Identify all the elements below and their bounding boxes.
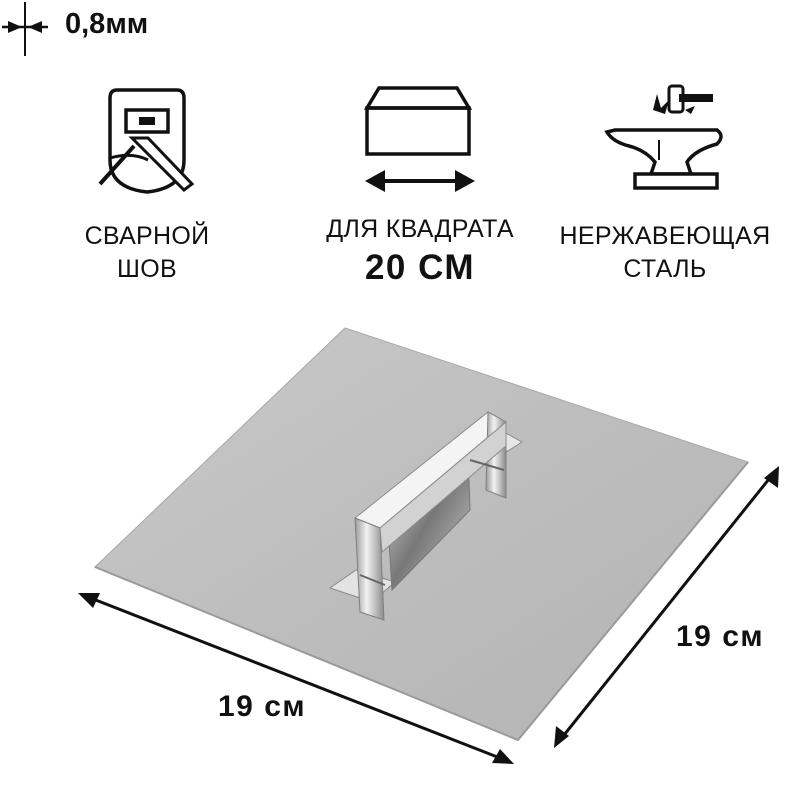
thickness-icon <box>2 2 48 56</box>
feature-weld-line2: ШОВ <box>117 255 177 283</box>
welding-mask-icon <box>98 88 195 194</box>
feature-steel-line2: СТАЛЬ <box>623 255 707 283</box>
feature-square-line1: ДЛЯ КВАДРАТА <box>326 215 514 243</box>
thickness-indicator: 0,8мм <box>0 0 800 65</box>
width-label: 19 см <box>218 690 307 723</box>
feature-steel-line1: НЕРЖАВЕЮЩАЯ <box>559 222 771 250</box>
feature-square-size-value: 20 СМ <box>364 248 476 287</box>
box-with-arrow-icon <box>363 86 475 192</box>
feature-weld: СВАРНОЙ ШОВ <box>27 80 267 286</box>
depth-label: 19 см <box>676 620 765 653</box>
thickness-value: 0,8мм <box>65 8 149 40</box>
anvil-hammer-icon <box>604 84 723 190</box>
feature-weld-line1: СВАРНОЙ <box>84 222 210 250</box>
feature-square-size: ДЛЯ КВАДРАТА 20 СМ <box>300 80 540 290</box>
depth-dimension-arrow <box>554 466 779 748</box>
width-dimension-arrow <box>78 593 514 764</box>
sheet-handle <box>328 411 523 621</box>
feature-stainless-steel: НЕРЖАВЕЮЩАЯ СТАЛЬ <box>545 80 785 286</box>
